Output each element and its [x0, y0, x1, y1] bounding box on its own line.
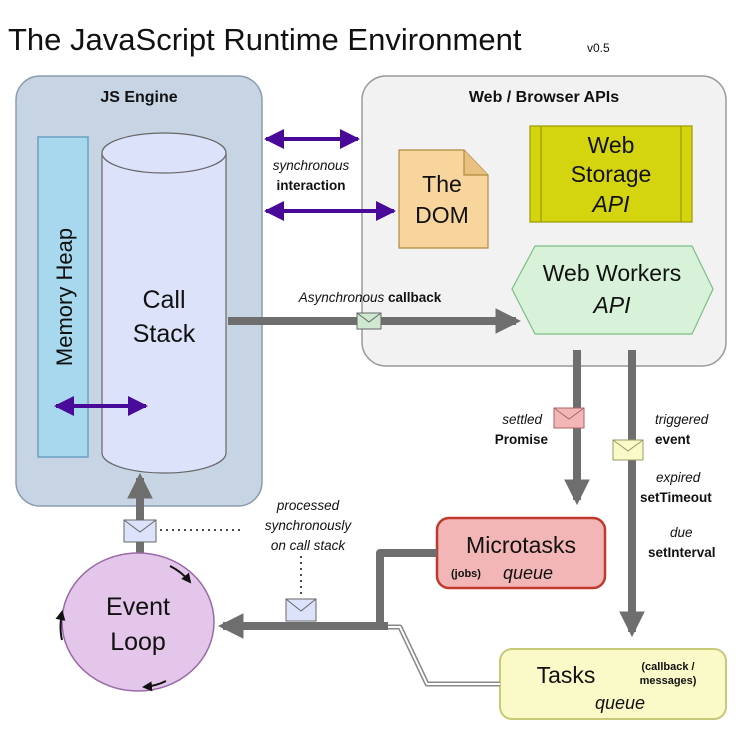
- async-callback-label: Asynchronous callback: [298, 290, 442, 305]
- due-label: due: [670, 525, 693, 540]
- promise-envelope-icon: [553, 407, 585, 429]
- event-label: event: [655, 432, 691, 447]
- js-engine-label: JS Engine: [100, 89, 177, 106]
- web-apis-label: Web / Browser APIs: [469, 89, 619, 106]
- tasks-to-loop-connector-outer: [385, 624, 500, 687]
- dom-document-fold: [463, 150, 488, 176]
- memory-heap-label: Memory Heap: [52, 228, 77, 366]
- processed-label-3: on call stack: [271, 538, 347, 553]
- event-loop: [61, 552, 215, 692]
- processed-label-1: processed: [276, 498, 340, 513]
- triggered-label: triggered: [655, 412, 709, 427]
- sync-label-2: interaction: [276, 178, 345, 193]
- settled-label: settled: [502, 412, 542, 427]
- stack-envelope-icon: [123, 519, 157, 543]
- microtasks-jobs-label: (jobs): [451, 568, 481, 580]
- web-storage-label-1: Web: [588, 132, 635, 158]
- sync-label-1: synchronous: [273, 158, 350, 173]
- microtasks-to-loop-connector: [376, 549, 437, 624]
- version-label: v0.5: [587, 41, 610, 55]
- call-stack: [101, 132, 227, 474]
- promise-label: Promise: [495, 432, 549, 447]
- dom-label-2: DOM: [415, 202, 469, 228]
- dom-label-1: The: [422, 171, 462, 197]
- tasks-queue-label: queue: [595, 693, 645, 713]
- web-workers-label-1: Web Workers: [543, 260, 681, 286]
- web-storage-label-2: Storage: [571, 161, 652, 187]
- web-workers-label-2: API: [591, 292, 631, 318]
- queue-envelope-icon: [285, 598, 317, 622]
- microtasks-queue-label: queue: [503, 563, 553, 583]
- async-envelope-icon: [356, 312, 382, 330]
- tasks-small-label-1: (callback /: [641, 661, 694, 673]
- tasks-title: Tasks: [537, 662, 596, 688]
- cycle-arrow-top-right-icon: [169, 565, 192, 584]
- settimeout-label: setTimeout: [640, 490, 712, 505]
- call-stack-label-1: Call: [142, 286, 185, 314]
- event-loop-label-2: Loop: [110, 628, 166, 656]
- call-stack-label-2: Stack: [133, 320, 196, 348]
- cycle-arrow-bottom-icon: [142, 680, 167, 692]
- processed-label-2: synchronously: [265, 518, 353, 533]
- setinterval-label: setInterval: [648, 545, 716, 560]
- event-envelope-icon: [612, 439, 644, 461]
- expired-label: expired: [656, 470, 701, 485]
- cycle-arrow-left-icon: [55, 610, 66, 641]
- microtasks-title: Microtasks: [466, 532, 576, 558]
- tasks-to-loop-connector-inner: [385, 626, 500, 685]
- web-workers-box: [511, 245, 714, 335]
- page-title: The JavaScript Runtime Environment: [8, 22, 522, 57]
- event-loop-label-1: Event: [106, 593, 170, 621]
- web-storage-box: [529, 125, 693, 223]
- web-storage-label-3: API: [590, 191, 630, 217]
- tasks-small-label-2: messages): [640, 675, 697, 687]
